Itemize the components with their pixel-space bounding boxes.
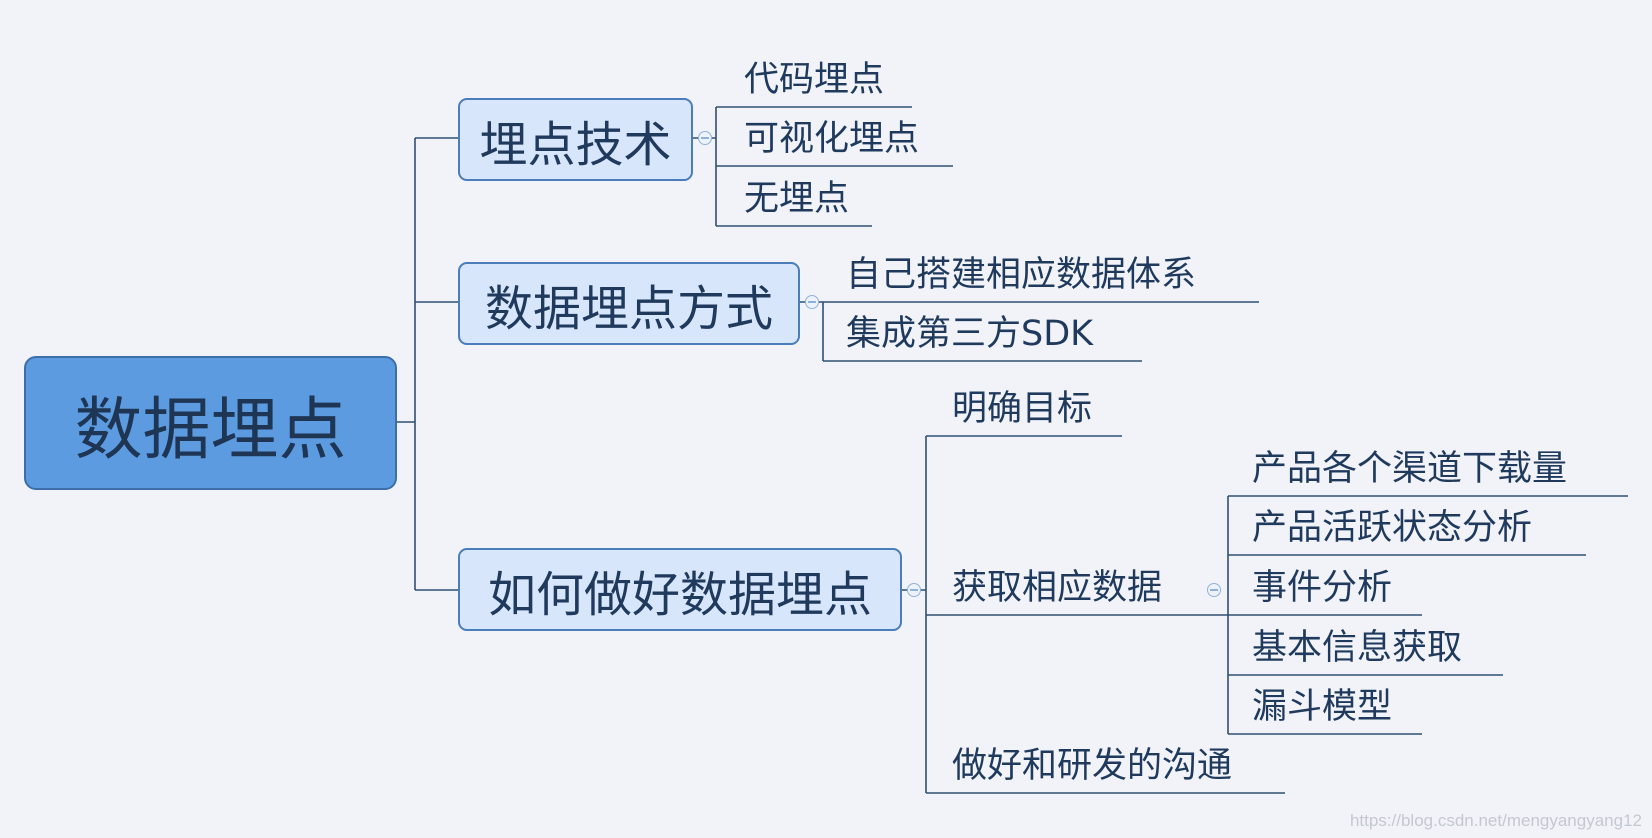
leaf-basic-info[interactable]: 基本信息获取	[1252, 628, 1463, 668]
connector-root	[397, 137, 458, 591]
branch-label: 如何做好数据埋点	[487, 566, 872, 623]
leaf-self-built-system[interactable]: 自己搭建相应数据体系	[846, 255, 1197, 295]
collapse-toggle-best-practice[interactable]	[907, 583, 921, 597]
branch-label: 数据埋点方式	[484, 280, 773, 337]
leaf-visual-tracking[interactable]: 可视化埋点	[744, 119, 920, 159]
connector-subbranch	[1227, 495, 1628, 735]
root-node[interactable]: 数据埋点	[24, 356, 397, 490]
collapse-toggle-method[interactable]	[805, 295, 819, 309]
leaf-code-tracking[interactable]: 代码埋点	[744, 60, 885, 100]
branch-node-technology[interactable]: 埋点技术	[458, 98, 693, 181]
watermark-text: https://blog.csdn.net/mengyangyang12	[1349, 811, 1642, 830]
branch-node-best-practice[interactable]: 如何做好数据埋点	[458, 548, 902, 631]
branch-node-method[interactable]: 数据埋点方式	[458, 262, 800, 345]
root-label: 数据埋点	[74, 390, 347, 470]
collapse-toggle-get-data[interactable]	[1207, 583, 1221, 597]
branch-label: 埋点技术	[479, 116, 672, 173]
subbranch-get-data[interactable]: 获取相应数据	[952, 568, 1163, 608]
leaf-third-party-sdk[interactable]: 集成第三方SDK	[846, 314, 1094, 354]
leaf-funnel-model[interactable]: 漏斗模型	[1252, 687, 1393, 727]
leaf-dev-communication[interactable]: 做好和研发的沟通	[952, 746, 1233, 786]
leaf-activity-analysis[interactable]: 产品活跃状态分析	[1252, 508, 1533, 548]
collapse-toggle-technology[interactable]	[698, 131, 712, 145]
leaf-no-tracking[interactable]: 无埋点	[744, 179, 850, 219]
leaf-event-analysis[interactable]: 事件分析	[1252, 568, 1393, 608]
leaf-clear-goals[interactable]: 明确目标	[952, 389, 1093, 429]
leaf-channel-downloads[interactable]: 产品各个渠道下载量	[1252, 449, 1568, 489]
